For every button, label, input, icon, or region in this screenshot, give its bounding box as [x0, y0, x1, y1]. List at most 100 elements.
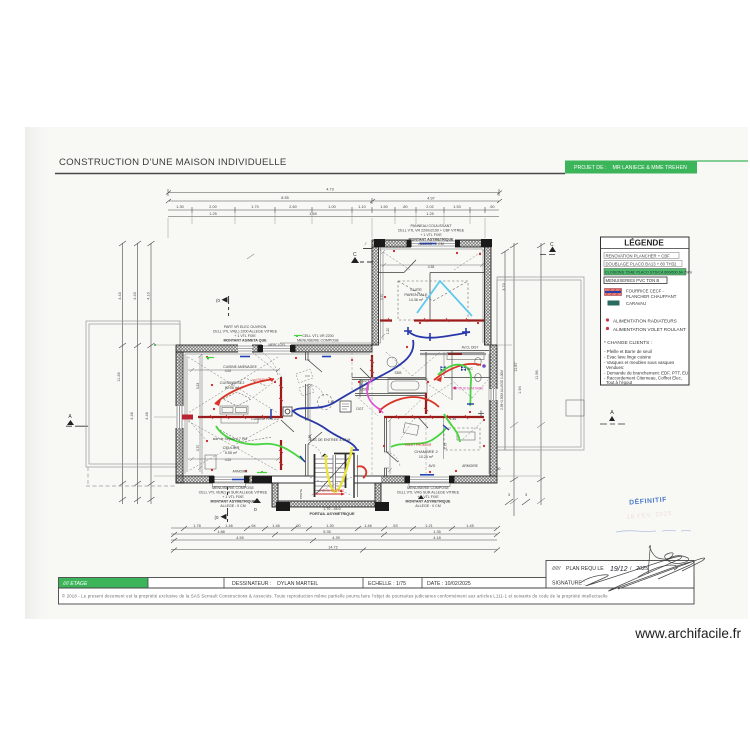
svg-text://////: ////// [551, 566, 561, 572]
svg-text:5.55 m²: 5.55 m² [225, 451, 238, 455]
svg-text:CELL VTL VR 2200x2150 + CBF VI: CELL VTL VR 2200x2150 + CBF VITREE [398, 229, 465, 233]
svg-text:(0: (0 [216, 298, 220, 303]
svg-text:WC: WC [467, 367, 473, 371]
svg-text:3: 3 [525, 493, 527, 497]
svg-text:PROJET DE : MR LANIECE & MM: PROJET DE : MR LANIECE & MME TREHEN [574, 165, 687, 171]
svg-text:4.73: 4.73 [326, 188, 333, 192]
svg-text:1.94: 1.94 [518, 386, 522, 393]
svg-text://// ETAGE: //// ETAGE [62, 581, 88, 587]
svg-text:MENUISERIE COMPOSE: MENUISERIE COMPOSE [212, 486, 254, 490]
svg-text:MENUISERIE COMPOSE: MENUISERIE COMPOSE [297, 339, 339, 343]
svg-text:Tout à l’égout: Tout à l’égout [606, 380, 633, 385]
svg-text:DOUBLAGE PLACO BA13 + 80 TH32: DOUBLAGE PLACO BA13 + 80 TH32 [606, 261, 677, 266]
svg-text:CUISINE PRO 2.2: CUISINE PRO 2.2 [251, 417, 279, 421]
svg-text:ALLEGE : 0 CM: ALLEGE : 0 CM [220, 504, 246, 508]
svg-text:www.archifacile.fr: www.archifacile.fr [634, 626, 741, 641]
svg-text:4.52: 4.52 [225, 458, 232, 462]
svg-text:.94: .94 [250, 524, 255, 528]
svg-text:3.70: 3.70 [380, 294, 384, 301]
svg-text:1.45: 1.45 [466, 524, 473, 528]
svg-text:,!’: ,!’ [364, 242, 367, 246]
svg-text:11.26: 11.26 [117, 372, 121, 381]
svg-text:DGT: DGT [356, 407, 363, 411]
svg-text:ALLEGE : 0 CM: ALLEGE : 0 CM [418, 242, 444, 246]
svg-text:A: A [68, 414, 72, 420]
svg-text:ECHELLE : 1/75: ECHELLE : 1/75 [368, 581, 406, 587]
svg-text:PART VR ELEC OUVRON: PART VR ELEC OUVRON [224, 325, 267, 329]
svg-text:1.21: 1.21 [425, 524, 432, 528]
svg-text:sde de Sejour 4.7 PM: sde de Sejour 4.7 PM [213, 437, 248, 441]
svg-text:AV.CL DIST: AV.CL DIST [462, 346, 479, 350]
svg-text:3.23: 3.23 [196, 383, 200, 390]
svg-text:ALIMENTATION RADIATEURS: ALIMENTATION RADIATEURS [613, 318, 677, 323]
svg-text:14.72: 14.72 [328, 546, 338, 550]
svg-text:sol RADIANT: sol RADIANT [253, 378, 272, 382]
svg-text:PLANCHER CHAUFFANT: PLANCHER CHAUFFANT [626, 294, 677, 299]
svg-text:10.25 m²: 10.25 m² [419, 455, 434, 459]
svg-text:D: D [254, 507, 257, 512]
svg-text:FOURRICE CECF -: FOURRICE CECF - [626, 289, 665, 294]
svg-text:3.70: 3.70 [196, 445, 200, 452]
svg-text:31.06 m²: 31.06 m² [225, 386, 240, 390]
svg-text:SAS DE ENTREE 4.35 M: SAS DE ENTREE 4.35 M [310, 438, 351, 442]
svg-text:1.70 - 44.0: 1.70 - 44.0 [323, 507, 340, 511]
svg-text:C: C [550, 242, 554, 248]
svg-text:14.36 m²: 14.36 m² [409, 298, 424, 302]
svg-text:- Raccordement Citerneau, Coff: - Raccordement Citerneau, Coffret Elec, [604, 376, 682, 381]
svg-text:MONTANT ASYMETRIQUE: MONTANT ASYMETRIQUE [409, 238, 455, 242]
svg-text:2.58+1.50M ALLEGE 1.00M: 2.58+1.50M ALLEGE 1.00M [500, 370, 504, 410]
svg-text:AVG: AVG [429, 464, 436, 468]
svg-text:RETOUR SANITAIRE: RETOUR SANITAIRE [453, 387, 484, 391]
svg-text:11.96: 11.96 [535, 370, 539, 379]
svg-text:ARMOIRE: ARMOIRE [233, 470, 248, 474]
svg-text:1.30: 1.30 [176, 205, 183, 209]
svg-text:1.25: 1.25 [426, 212, 433, 216]
svg-text:8.55: 8.55 [281, 196, 288, 200]
svg-text:.50: .50 [489, 205, 494, 209]
svg-text:1.25: 1.25 [209, 212, 216, 216]
svg-text:PORTE: PORTE [299, 489, 303, 499]
svg-text:PARENTALE: PARENTALE [404, 292, 428, 297]
svg-text:4.59: 4.59 [236, 536, 243, 540]
svg-text:2.00: 2.00 [209, 205, 216, 209]
svg-text:- Evac lave linge cuisine: - Evac lave linge cuisine [604, 355, 652, 360]
svg-text:(0: (0 [215, 515, 219, 520]
svg-text:DATE : 10/02/2025: DATE : 10/02/2025 [427, 581, 471, 587]
svg-text:1.46: 1.46 [450, 417, 457, 421]
svg-text:4.10: 4.10 [147, 292, 151, 299]
svg-text:CELL VTL VR(L) 2200 ALLEGE VIT: CELL VTL VR(L) 2200 ALLEGE VITREE [213, 330, 278, 334]
svg-text:CUISINE AMENAGEE: CUISINE AMENAGEE [223, 365, 257, 369]
svg-text:2.75: 2.75 [444, 443, 448, 450]
svg-text:4.18: 4.18 [433, 536, 440, 540]
svg-text:ALIMENTATION VOLET ROULANT: ALIMENTATION VOLET ROULANT [613, 327, 686, 332]
svg-text:© 2018 - Le present document e: © 2018 - Le present document est la prop… [62, 594, 608, 599]
svg-text:MENUISERIE COMPOSE: MENUISERIE COMPOSE [407, 486, 449, 490]
svg-text:+ 1 VTL FIXE: + 1 VTL FIXE [420, 233, 442, 237]
svg-text:3: 3 [508, 493, 510, 497]
svg-text:+ 1 VTL FIXE: + 1 VTL FIXE [417, 495, 439, 499]
svg-text:CONSTRUCTION D’UNE MAISON INDI: CONSTRUCTION D’UNE MAISON INDIVIDUELLE [59, 157, 287, 168]
svg-text:CELL VTL VER(L)A SUR ALLEGE VI: CELL VTL VER(L)A SUR ALLEGE VITREE [199, 491, 268, 495]
svg-text:4.97: 4.97 [427, 197, 434, 201]
svg-text:1.44: 1.44 [328, 400, 335, 404]
svg-text:PORTE ENTREE: PORTE ENTREE [320, 489, 345, 493]
svg-text:4.35: 4.35 [428, 265, 435, 269]
svg-text:1.50: 1.50 [380, 205, 387, 209]
svg-text:1.70: 1.70 [251, 205, 258, 209]
svg-text:MERCI DYL: MERCI DYL [268, 343, 286, 347]
svg-text:CELL VTL VR 2200: CELL VTL VR 2200 [302, 334, 333, 338]
svg-text:5.35: 5.35 [323, 530, 330, 534]
svg-text:- Vasques et meubles sous vasq: - Vasques et meubles sous vasques [604, 360, 675, 365]
svg-text:3.70: 3.70 [502, 283, 506, 290]
svg-text:ALLEGE : 0 CM: ALLEGE : 0 CM [415, 504, 441, 508]
svg-text:2025: 2025 [635, 566, 649, 572]
svg-text:MONTANT AS/META QUE: MONTANT AS/META QUE [223, 339, 267, 343]
svg-text:1.35: 1.35 [433, 530, 440, 534]
svg-text:PANNEAU COULISSANT: PANNEAU COULISSANT [410, 224, 452, 228]
svg-text:1.53: 1.53 [453, 205, 460, 209]
svg-text:- Pfeille et Barre de seuil: - Pfeille et Barre de seuil [604, 349, 652, 354]
svg-text:- Demande de branchement: EDF,: - Demande de branchement: EDF, PTT, EU [604, 371, 688, 376]
svg-text:1.00: 1.00 [328, 205, 335, 209]
svg-text:PLAN REQU LE: PLAN REQU LE [566, 566, 604, 572]
svg-text:* CHANGE CLIENTS :: * CHANGE CLIENTS : [604, 340, 652, 346]
